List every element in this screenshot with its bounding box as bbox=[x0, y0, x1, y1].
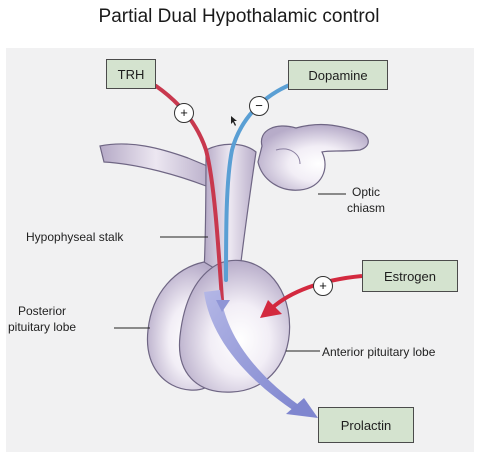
prolactin-box: Prolactin bbox=[318, 407, 414, 443]
dopamine-box: Dopamine bbox=[288, 60, 388, 90]
dopamine-inhibitory-sign: − bbox=[249, 96, 269, 116]
optic-chiasm-label: Optic chiasm bbox=[347, 184, 385, 216]
posterior-label-line1: Posterior bbox=[18, 304, 67, 318]
pathway-arrowhead bbox=[216, 300, 230, 312]
posterior-pituitary-lobe-label: Posterior pituitary lobe bbox=[8, 303, 76, 335]
anterior-pituitary-lobe-label: Anterior pituitary lobe bbox=[322, 345, 436, 359]
prolactin-arrow bbox=[204, 290, 300, 412]
optic-chiasm bbox=[257, 123, 369, 191]
trh-box: TRH bbox=[106, 59, 156, 89]
posterior-label-line2: pituitary lobe bbox=[8, 320, 77, 334]
hypothalamus-tract bbox=[99, 143, 213, 187]
estrogen-arrowhead bbox=[260, 300, 282, 318]
trh-pathway bbox=[154, 84, 224, 302]
cursor-icon bbox=[231, 116, 237, 126]
estrogen-stimulatory-sign: + bbox=[313, 276, 333, 296]
trh-stimulatory-sign: + bbox=[174, 103, 194, 123]
estrogen-arrow bbox=[270, 274, 363, 310]
estrogen-box: Estrogen bbox=[362, 260, 458, 292]
prolactin-arrowhead bbox=[286, 398, 318, 418]
hypophyseal-stalk-label: Hypophyseal stalk bbox=[26, 230, 124, 244]
slide-title: Partial Dual Hypothalamic control bbox=[98, 6, 380, 27]
optic-chiasm-label-line1: Optic bbox=[352, 185, 381, 199]
optic-chiasm-label-line2: chiasm bbox=[347, 201, 386, 215]
